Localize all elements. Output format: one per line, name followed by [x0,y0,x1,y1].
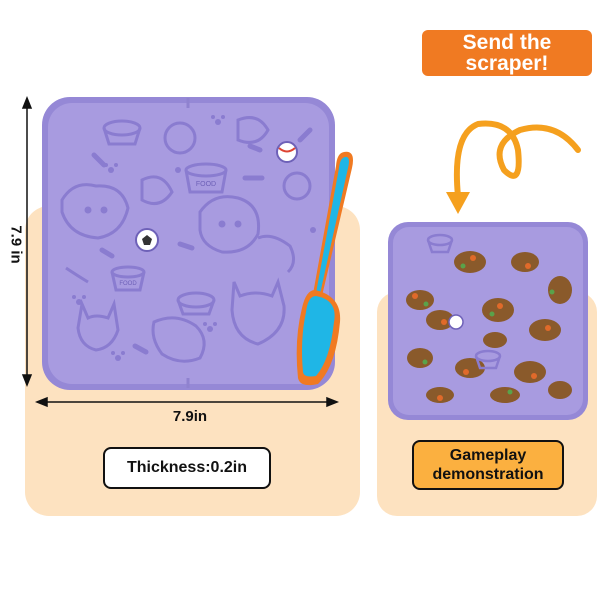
chicken-leg-icon [140,116,270,206]
height-label: 7.9 in [7,225,25,264]
food-bowl-text: FOOD [196,181,216,188]
dog-bowl-icon-small [426,233,502,370]
soccer-ball-icon-small [448,314,464,330]
food-bowl-text-2: FOOD [119,281,137,287]
soccer-ball-icon [135,141,298,252]
ball-icon [163,121,312,201]
food-filling [406,251,572,403]
thickness-label: Thickness:0.2in [103,447,271,489]
curly-arrow [453,120,581,199]
dog-face-icon [60,183,295,363]
cat-face-icon [65,266,286,352]
arrow-head [446,192,470,214]
width-dimension-arrow [34,396,340,408]
food-greens [422,263,555,395]
dog-bowl-icon [102,119,228,316]
spatula [296,151,353,386]
food-veggies [412,255,551,401]
gameplay-label: Gameplay demonstration [412,440,564,490]
bone-icon [91,127,313,355]
lick-mat-large: FOOD FOOD [42,97,335,390]
lick-mat-with-food [388,222,588,420]
height-dimension-arrow [21,95,33,388]
send-scraper-callout: Send the scraper! [422,30,592,76]
width-label: 7.9in [172,408,208,425]
